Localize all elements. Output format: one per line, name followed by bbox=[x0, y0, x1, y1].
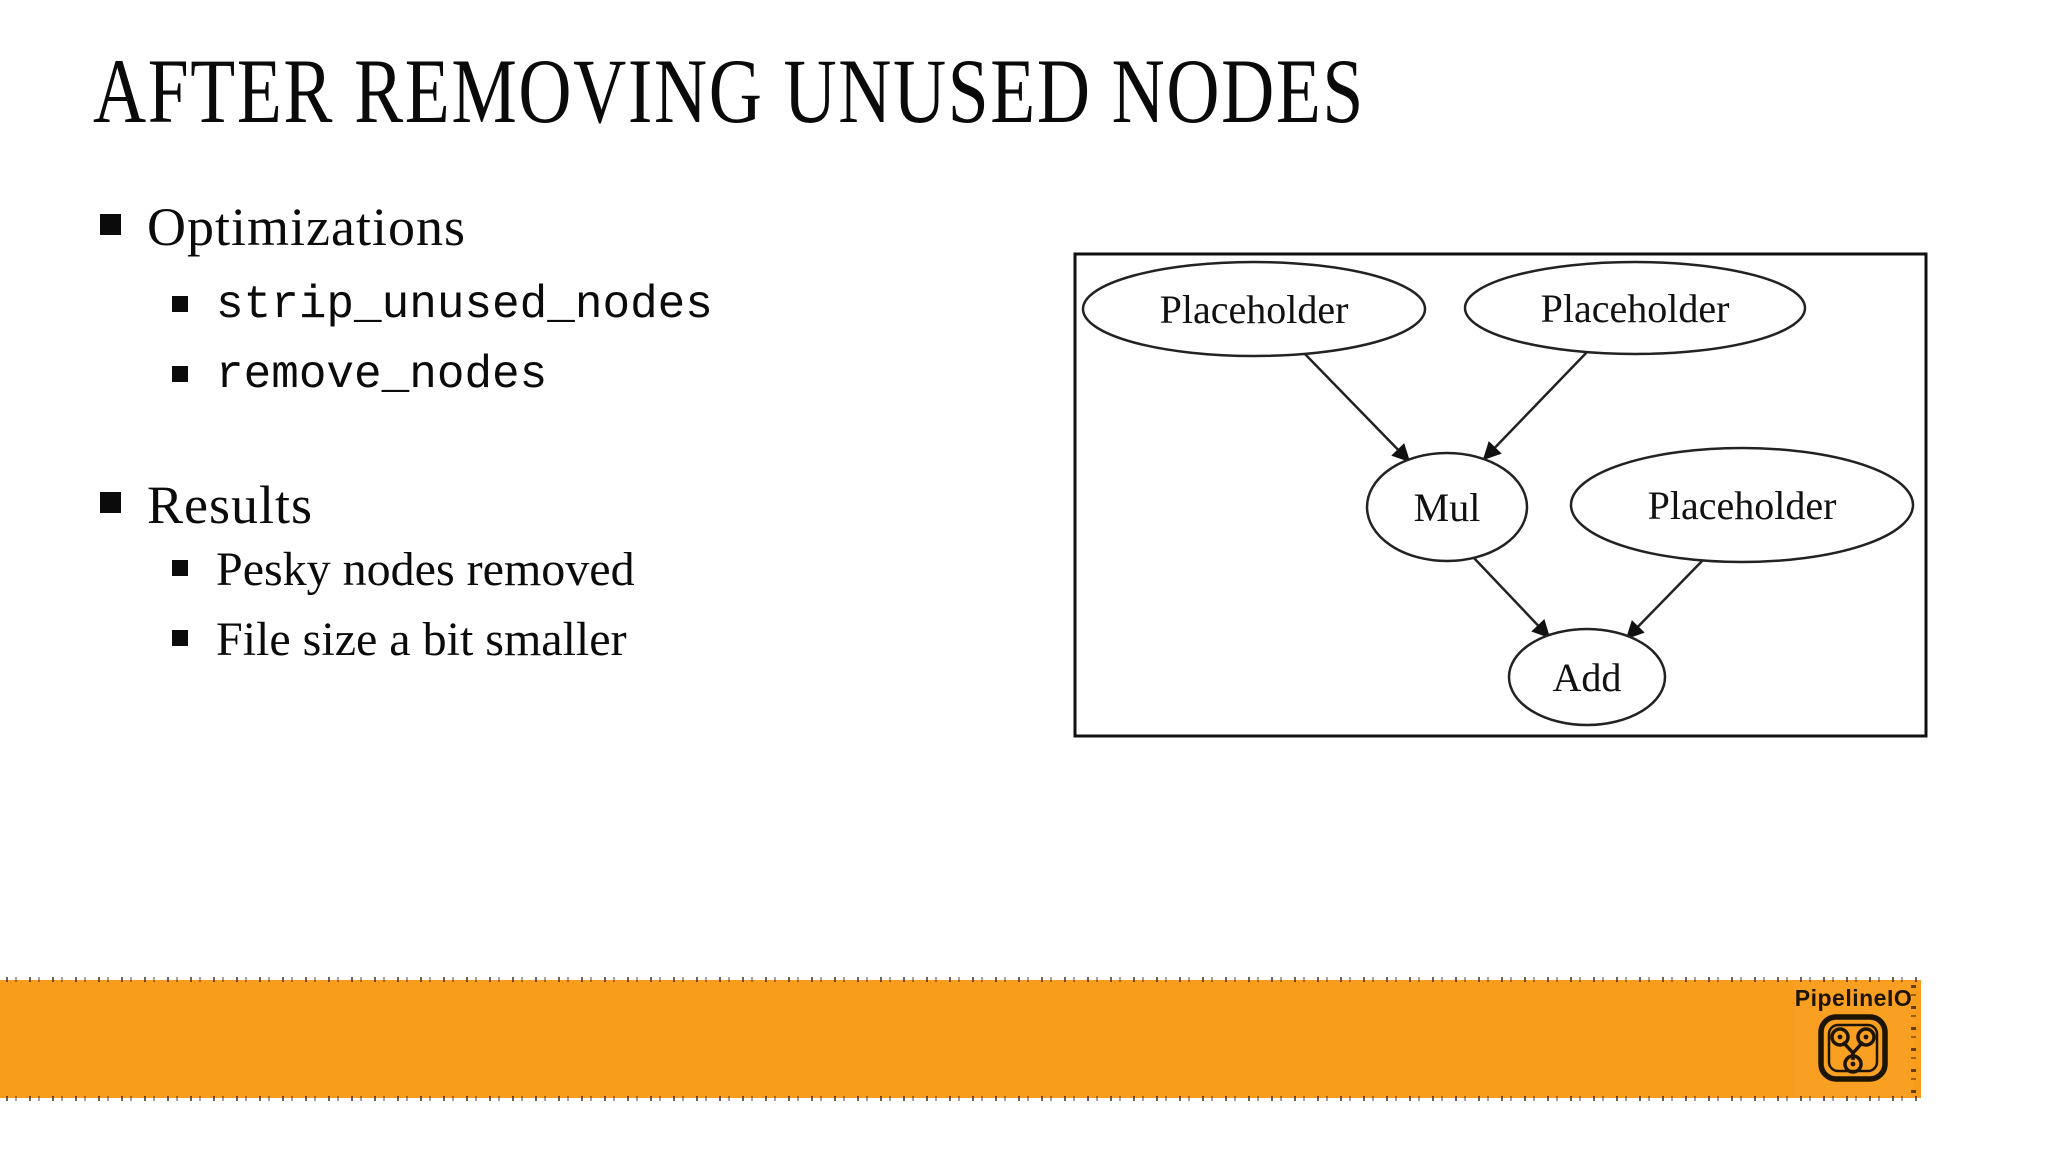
footer-bar bbox=[0, 977, 1921, 1101]
bullet-item: Results bbox=[100, 474, 313, 536]
bullet-item: File size a bit smaller bbox=[172, 612, 627, 667]
bullet-item: strip_unused_nodes bbox=[172, 278, 713, 333]
slide-title: AFTER REMOVING UNUSED NODES bbox=[93, 40, 1365, 142]
node-placeholder-2-label: Placeholder bbox=[1541, 286, 1730, 331]
node-placeholder-1 bbox=[1081, 260, 1427, 358]
edge-placeholder2-mul bbox=[1482, 350, 1589, 461]
bullet-label: remove_nodes bbox=[216, 349, 548, 401]
bullet-square-icon bbox=[172, 366, 188, 382]
bullet-square-icon bbox=[172, 296, 188, 312]
brand-text: PipelineIO bbox=[1794, 985, 1913, 1011]
bullet-square-icon bbox=[172, 560, 188, 576]
bullet-square-icon bbox=[100, 492, 121, 513]
bullet-item: Pesky nodes removed bbox=[172, 542, 635, 597]
node-mul-label: Mul bbox=[1414, 485, 1481, 530]
bullet-item: Optimizations bbox=[100, 196, 466, 258]
flux-capacitor-icon bbox=[1818, 1014, 1888, 1082]
bullet-label: File size a bit smaller bbox=[216, 613, 627, 666]
bullet-square-icon bbox=[172, 630, 188, 646]
node-placeholder-3-label: Placeholder bbox=[1648, 483, 1837, 528]
node-placeholder-2 bbox=[1463, 260, 1807, 356]
bullet-label: strip_unused_nodes bbox=[216, 279, 713, 331]
edge-placeholder1-mul bbox=[1302, 351, 1411, 463]
node-add bbox=[1507, 627, 1667, 727]
node-placeholder-3 bbox=[1569, 446, 1915, 564]
graph-diagram: Placeholder Placeholder Mul Placeholder … bbox=[1073, 252, 1928, 738]
pipelineio-logo: PipelineIO bbox=[1794, 980, 1916, 1098]
bullet-item: remove_nodes bbox=[172, 348, 547, 403]
edge-mul-add bbox=[1472, 556, 1551, 639]
bullet-label: Optimizations bbox=[147, 197, 466, 257]
node-mul bbox=[1365, 451, 1529, 563]
bullet-square-icon bbox=[100, 214, 121, 235]
bullet-label: Results bbox=[147, 475, 314, 535]
node-add-label: Add bbox=[1553, 655, 1622, 700]
edge-placeholder3-add bbox=[1625, 558, 1705, 640]
bullet-label: Pesky nodes removed bbox=[216, 543, 635, 596]
node-placeholder-1-label: Placeholder bbox=[1160, 287, 1349, 332]
